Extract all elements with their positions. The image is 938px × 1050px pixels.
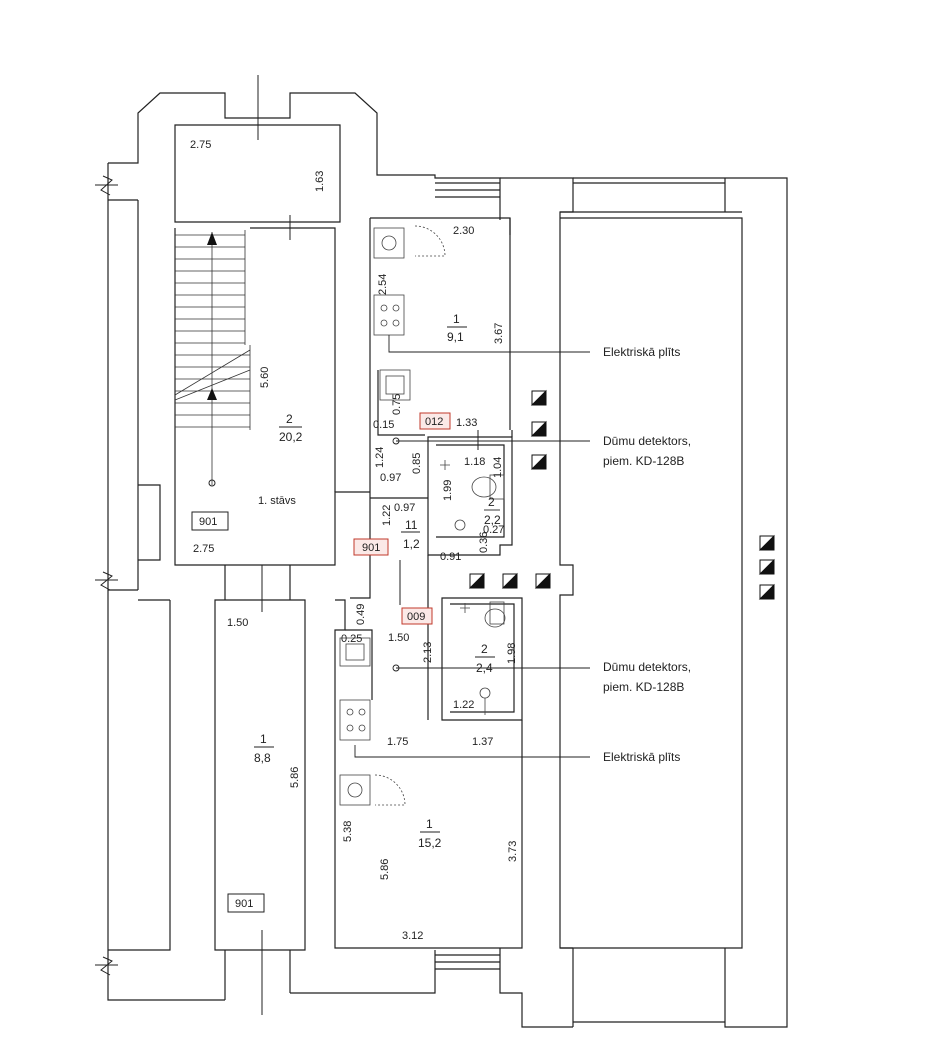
stair-arrow-up-bottom <box>207 388 217 400</box>
detector-square-9 <box>758 583 775 600</box>
dim-1-22-b: 1.22 <box>453 699 474 711</box>
stair-start-dot <box>208 479 216 487</box>
tag-009: 009 <box>407 611 425 623</box>
dim-5-38: 5.38 <box>342 821 354 842</box>
tag-901-c: 901 <box>235 898 253 910</box>
dim-1-18: 1.18 <box>464 456 485 468</box>
detector-square-4 <box>468 572 485 589</box>
stair-room-area: 20,2 <box>279 430 303 444</box>
kitchen-top-fixtures <box>373 225 446 401</box>
dim-0-75: 0.75 <box>391 394 403 415</box>
kitchen-top-number: 1 <box>453 312 460 326</box>
annotation-smoke-bottom-line2: piem. KD-128B <box>603 680 684 694</box>
stair-room-number: 2 <box>286 412 293 426</box>
dim-0-91: 0.91 <box>440 551 461 563</box>
dim-0-27: 0.27 <box>483 524 504 536</box>
dim-2-54: 2.54 <box>377 274 389 295</box>
dim-2-13: 2.13 <box>422 642 434 663</box>
hall-area: 1,2 <box>403 537 420 551</box>
room-left-number: 1 <box>260 732 267 746</box>
dim-1-22-a: 1.22 <box>381 505 393 526</box>
axis-lines <box>257 75 479 1015</box>
detector-square-2 <box>530 420 547 437</box>
tag-901-b: 901 <box>362 542 380 554</box>
dim-0-97-a: 0.97 <box>380 472 401 484</box>
dim-0-97-b: 0.97 <box>394 502 415 514</box>
wc-top-area: 2,2 <box>484 513 501 527</box>
stair-treads <box>174 230 251 485</box>
detector-square-6 <box>534 572 551 589</box>
detector-square-8 <box>758 558 775 575</box>
dim-0-15: 0.15 <box>373 419 394 431</box>
annotations: Elektriskā plīts Dūmu detektors, piem. K… <box>603 345 691 764</box>
tag-901-a: 901 <box>199 516 217 528</box>
dim-1-99: 1.99 <box>442 480 454 501</box>
wall-break-symbols <box>95 175 118 976</box>
detector-square-7 <box>758 534 775 551</box>
dim-2-75-top: 2.75 <box>190 139 211 151</box>
annotation-smoke-top-line2: piem. KD-128B <box>603 454 684 468</box>
wc-bottom-area: 2,4 <box>476 661 493 675</box>
dimension-labels: 2.75 1.63 5.60 2.75 2.30 2.54 3.67 0.75 … <box>190 139 519 942</box>
kitchen-top-area: 9,1 <box>447 330 464 344</box>
detector-square-5 <box>501 572 518 589</box>
dim-0-85: 0.85 <box>411 453 423 474</box>
kitchen-bottom-fixtures <box>339 637 406 806</box>
room-labels: 2 20,2 1. stāvs 1 9,1 2 2,2 11 1,2 2 2,4… <box>254 312 501 850</box>
detector-square-1 <box>530 389 547 406</box>
dim-1-33: 1.33 <box>456 417 477 429</box>
annotation-stove-bottom: Elektriskā plīts <box>603 750 680 764</box>
dim-1-50-left: 1.50 <box>227 617 248 629</box>
dim-5-60: 5.60 <box>259 367 271 388</box>
room-bottom-area: 15,2 <box>418 836 442 850</box>
dim-3-73: 3.73 <box>507 841 519 862</box>
dim-5-86-mid: 5.86 <box>379 859 391 880</box>
floor-label: 1. stāvs <box>258 495 296 507</box>
stair-arrow-up-top <box>207 232 217 245</box>
dim-3-12: 3.12 <box>402 930 423 942</box>
dim-0-25: 0.25 <box>341 633 362 645</box>
wc-top-fixtures <box>440 460 505 531</box>
dim-1-63: 1.63 <box>314 171 326 192</box>
tag-012: 012 <box>425 416 443 428</box>
dim-1-04: 1.04 <box>492 457 504 478</box>
dim-1-37: 1.37 <box>472 736 493 748</box>
hall-number: 11 <box>405 518 418 532</box>
room-bottom-number: 1 <box>426 817 433 831</box>
walls <box>107 92 788 1028</box>
fraction-bars <box>254 326 500 833</box>
wc-bottom-number: 2 <box>481 642 488 656</box>
dim-3-67: 3.67 <box>493 323 505 344</box>
dim-1-98: 1.98 <box>506 643 518 664</box>
annotation-smoke-top-line1: Dūmu detektors, <box>603 434 691 448</box>
dim-0-36: 0.36 <box>478 532 490 553</box>
dim-5-86-left: 5.86 <box>289 767 301 788</box>
tags: 901 901 901 012 009 <box>191 412 451 913</box>
room-left-area: 8,8 <box>254 751 271 765</box>
dim-2-75-bottom: 2.75 <box>193 543 214 555</box>
dim-0-49: 0.49 <box>355 604 367 625</box>
dim-2-30: 2.30 <box>453 225 474 237</box>
dim-1-75: 1.75 <box>387 736 408 748</box>
smoke-detector-symbols <box>468 389 775 600</box>
leader-lines <box>354 335 590 758</box>
wc-top-number: 2 <box>488 495 495 509</box>
dim-1-50-mid: 1.50 <box>388 632 409 644</box>
dim-1-24: 1.24 <box>374 447 386 468</box>
annotation-smoke-bottom-line1: Dūmu detektors, <box>603 660 691 674</box>
detector-square-3 <box>530 453 547 470</box>
wc-bottom-fixtures <box>460 601 506 715</box>
annotation-stove-top: Elektriskā plīts <box>603 345 680 359</box>
